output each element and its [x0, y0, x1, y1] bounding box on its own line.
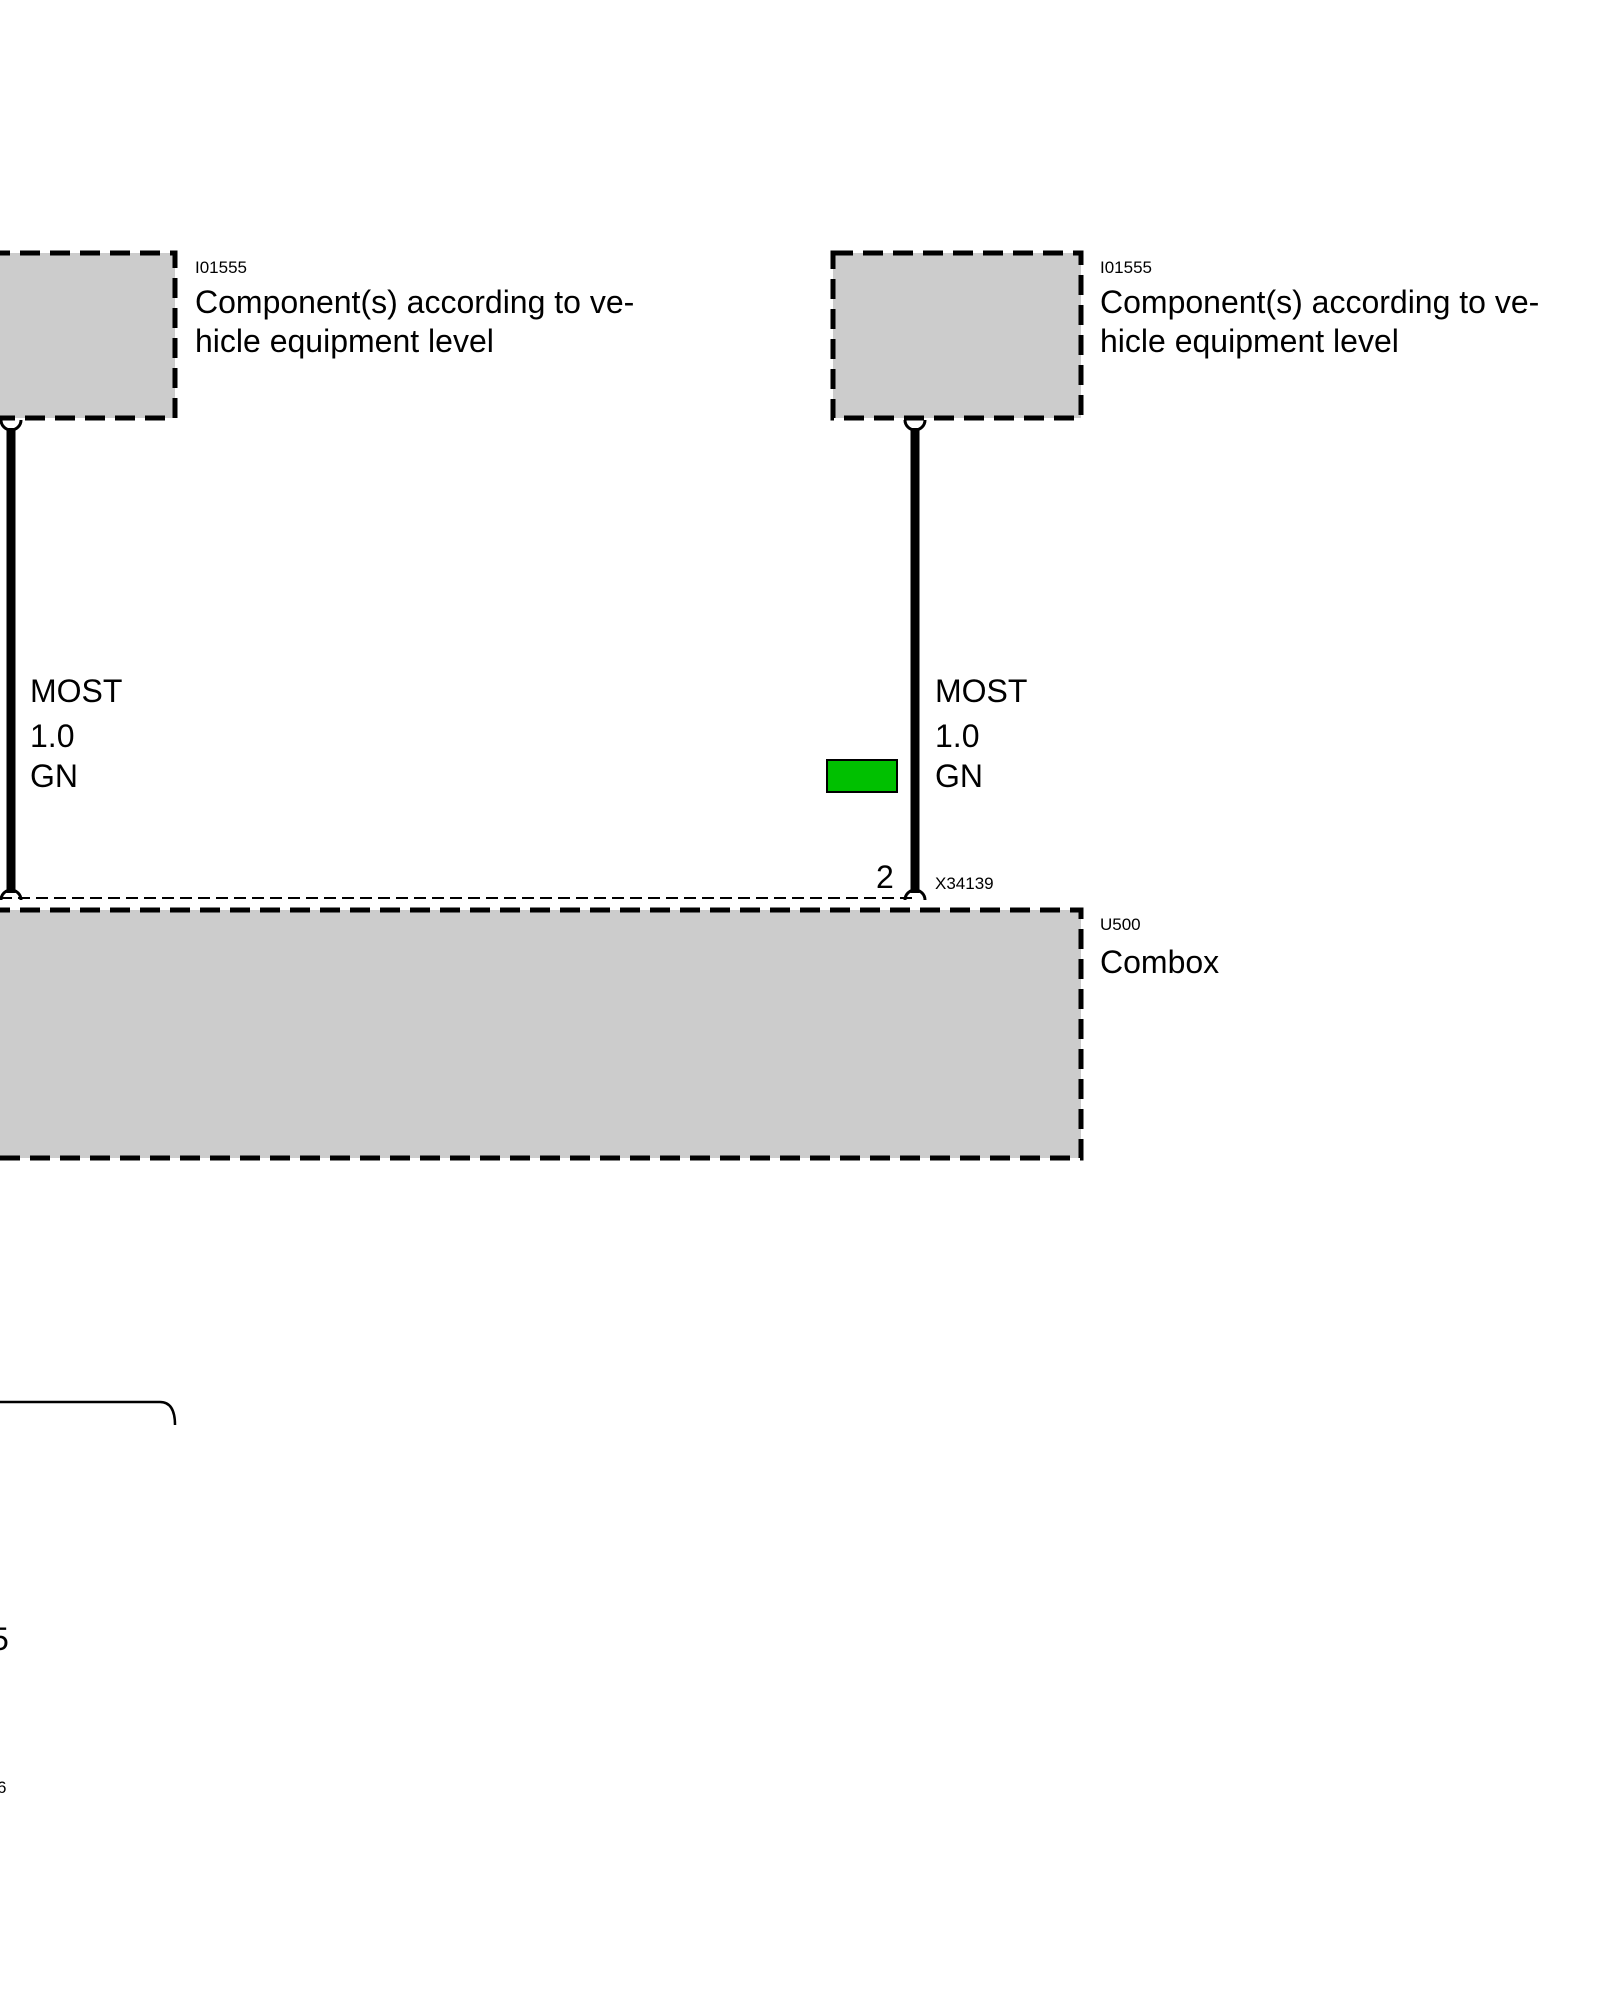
- partial-pin-label: 5: [0, 1621, 9, 1657]
- partial-bracket-outline: [0, 1400, 177, 1426]
- right-wire-type: MOST: [935, 673, 1027, 709]
- left-component-desc-line2: hicle equipment level: [195, 323, 494, 359]
- combox-box: [0, 907, 1084, 1161]
- right-wire-size: 1.0: [935, 718, 979, 754]
- right-component-desc-line2: hicle equipment level: [1100, 323, 1399, 359]
- left-wire-type: MOST: [30, 673, 122, 709]
- right-component-desc-line1: Component(s) according to ve-: [1100, 284, 1539, 320]
- left-wire-color: GN: [30, 758, 78, 794]
- left-wire-top-terminal: [0, 419, 23, 432]
- left-wire-bottom-terminal: [0, 888, 23, 901]
- right-component-box: [830, 250, 1084, 421]
- right-wire-top-terminal: [903, 419, 927, 432]
- right-component-id: I01555: [1100, 258, 1152, 277]
- left-component-id: I01555: [195, 258, 247, 277]
- left-component-box: [0, 250, 178, 421]
- combox-id: U500: [1100, 915, 1141, 934]
- right-wire-bottom-terminal: [903, 888, 927, 901]
- left-wire-size: 1.0: [30, 718, 74, 754]
- partial-small-label: 6: [0, 1778, 6, 1797]
- combox-name: Combox: [1100, 944, 1219, 980]
- wire-color-swatch: [826, 759, 898, 793]
- pin-number: 2: [876, 859, 894, 895]
- right-wire-color: GN: [935, 758, 983, 794]
- left-component-desc-line1: Component(s) according to ve-: [195, 284, 634, 320]
- connector-id: X34139: [935, 874, 994, 893]
